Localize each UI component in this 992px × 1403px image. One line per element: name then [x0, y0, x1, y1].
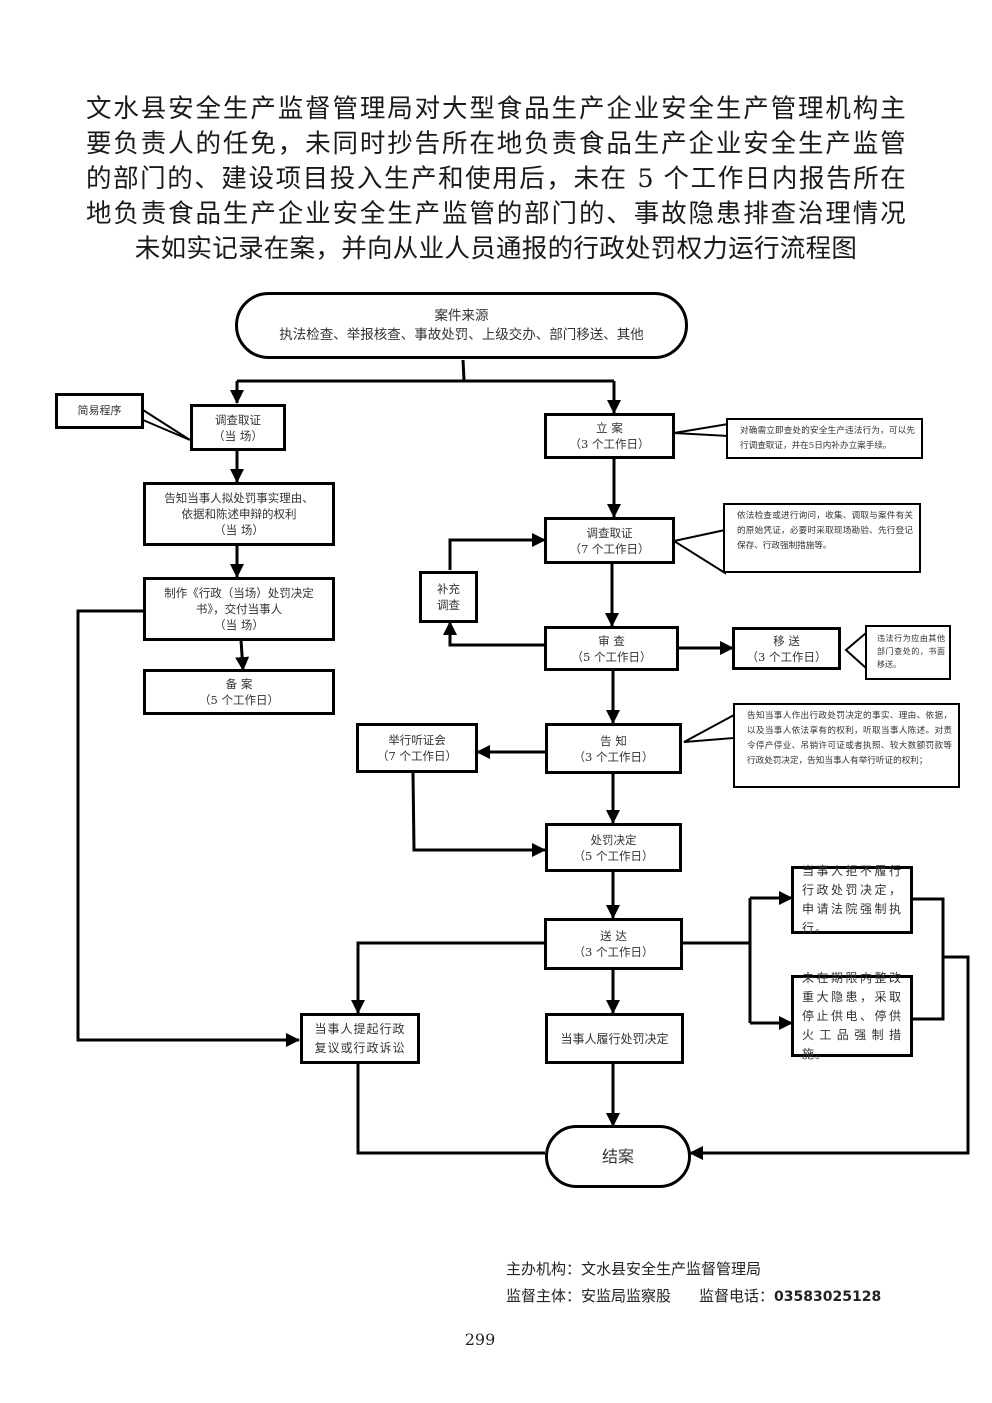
node-text: 当事人拒不履行行政处罚决定，申请法院强制执行。	[802, 864, 902, 935]
node-line: 立 案	[596, 421, 623, 435]
note-text: 依法检查或进行询问，收集、调取与案件有关的原始凭证，必要时采取现场勘验、先行登记…	[737, 511, 913, 551]
supervisor-label: 监督主体：	[506, 1287, 582, 1305]
node-line: 制作《行政（当场）处罚决定	[164, 586, 314, 600]
node-line: （7 个工作日）	[377, 749, 457, 763]
node-line: 备 案	[225, 677, 253, 691]
node-line: 依据和陈述申辩的权利	[181, 507, 297, 521]
title-line: 的部门的、建设项目投入生产和使用后，未在 5 个工作日内报告所在	[86, 164, 906, 194]
node-line: （5 个工作日）	[573, 848, 654, 863]
footer-organizer: 主办机构：文水县安全生产监督管理局	[506, 1258, 761, 1279]
page-number: 299	[464, 1330, 496, 1349]
node-line: 调查取证	[586, 525, 633, 540]
archive-node: 备 案 （5 个工作日）	[143, 669, 335, 715]
simple-notify-node: 告知当事人拟处罚事实理由、 依据和陈述申辩的权利 （当 场）	[143, 482, 335, 546]
supervisor-value: 安监局监察股	[581, 1287, 672, 1305]
node-line: 送 达	[600, 929, 627, 943]
transfer-node: 移 送 （3 个工作日）	[732, 627, 841, 670]
decision-node: 处罚决定 （5 个工作日）	[545, 823, 682, 872]
refuse-node: 当事人拒不履行行政处罚决定，申请法院强制执行。	[791, 864, 913, 935]
note-investigate-pointer	[671, 528, 726, 575]
notify-node: 告 知 （3 个工作日）	[545, 723, 682, 774]
node-line: 书》，交付当事人	[195, 602, 283, 616]
arrow-supplement-to-investigate	[448, 533, 546, 570]
simple-decision-node: 制作《行政（当场）处罚决定 书》，交付当事人 （当 场）	[143, 577, 335, 641]
arrow-to-archive	[235, 639, 250, 671]
arrow-review-to-supplement	[443, 621, 545, 647]
supplement-node: 补充 调查	[419, 571, 478, 623]
organizer-label: 主办机构：	[506, 1260, 582, 1278]
node-line: （3 个工作日）	[569, 437, 650, 451]
simple-procedure-text: 简易程序	[77, 404, 122, 417]
node-line: 告知当事人拟处罚事实理由、	[164, 491, 314, 505]
connector-simple-to-appeal	[76, 609, 300, 1047]
title-line: 要负责人的任免，未同时抄告所在地负责食品生产企业安全生产监管	[86, 129, 906, 159]
node-line: 补充	[437, 582, 460, 596]
register-node: 立 案 （3 个工作日）	[544, 413, 675, 459]
connector-refuse-right	[912, 897, 945, 1021]
connector-source-down	[461, 359, 466, 381]
node-line: （5 个工作日）	[571, 649, 652, 664]
deliver-node: 送 达 （3 个工作日）	[544, 918, 683, 970]
note-text: 告知当事人作出行政处罚决定的事实、理由、依据，以及当事人依法享有的权利，听取当事…	[747, 711, 952, 766]
node-line: （3 个工作日）	[573, 945, 654, 959]
arrow-hearing-to-decision	[411, 772, 546, 857]
title-line: 文水县安全生产监督管理局对大型食品生产企业安全生产管理机构主	[86, 94, 906, 124]
simple-investigate-node: 调查取证 （当 场）	[190, 404, 286, 451]
end-node: 结案	[545, 1125, 691, 1188]
note-notify: 告知当事人作出行政处罚决定的事实、理由、依据，以及当事人依法享有的权利，听取当事…	[733, 703, 960, 788]
investigate-node: 调查取证 （7 个工作日）	[544, 517, 675, 564]
connector-appeal-to-end	[356, 1063, 545, 1155]
node-line: 调查取证	[215, 412, 261, 427]
case-source-node: 案件来源 执法检查、举报核查、事故处罚、上级交办、部门移送、其他	[235, 292, 688, 359]
arrow-to-refuse	[748, 898, 792, 1023]
node-line: （5 个工作日）	[199, 693, 279, 707]
enforce-node: 未在期限内整改重大隐患，采取停止供电、停供火工品强制措施。	[791, 971, 913, 1061]
node-line: （3 个工作日）	[746, 649, 827, 664]
comply-node: 当事人履行处罚决定	[545, 1013, 684, 1064]
hearing-node: 举行听证会 （7 个工作日）	[356, 723, 478, 773]
node-line: （3 个工作日）	[573, 749, 654, 764]
note-investigate: 依法检查或进行询问，收集、调取与案件有关的原始凭证，必要时采取现场勘验、先行登记…	[723, 503, 921, 573]
footer-supervisor: 监督主体：安监局监察股 监督电话：03583025128	[506, 1285, 881, 1306]
title-line: 地负责食品生产企业安全生产监管的部门的、事故隐患排查治理情况	[86, 199, 906, 229]
node-line: 举行听证会	[388, 733, 446, 747]
node-line: （当 场）	[214, 618, 264, 632]
node-line: 告 知	[600, 733, 627, 748]
appeal-node: 当事人提起行政 复议或行政诉讼	[300, 1013, 420, 1064]
node-line: （当 场）	[214, 523, 264, 537]
node-line: 当事人提起行政	[314, 1021, 406, 1036]
note-register: 对确需立即查处的安全生产违法行为，可以先行调查取证，并在5日内补办立案手续。	[726, 418, 923, 459]
node-line: 当事人履行处罚决定	[560, 1031, 669, 1046]
node-line: 审 查	[598, 633, 625, 648]
phone-label: 监督电话：	[699, 1287, 775, 1305]
arrow-to-end-right	[689, 955, 970, 1160]
note-text: 对确需立即查处的安全生产违法行为，可以先行调查取证，并在5日内补办立案手续。	[740, 426, 915, 451]
simple-procedure-label: 简易程序	[55, 393, 144, 429]
node-line: 调查	[437, 598, 460, 612]
arrow-deliver-to-appeal	[351, 941, 545, 1014]
case-source-detail: 执法检查、举报核查、事故处罚、上级交办、部门移送、其他	[279, 326, 644, 343]
node-line: 移 送	[773, 633, 800, 648]
page-title: 文水县安全生产监督管理局对大型食品生产企业安全生产管理机构主 要负责人的任免，未…	[86, 92, 906, 267]
end-label: 结案	[601, 1146, 634, 1166]
phone-value: 03583025128	[774, 1289, 882, 1305]
node-line: （当 场）	[213, 428, 263, 443]
note-transfer: 违法行为应由其他部门查处的，书面移送。	[865, 625, 951, 680]
note-text: 违法行为应由其他部门查处的，书面移送。	[877, 634, 945, 669]
note-register-pointer	[673, 422, 729, 438]
node-line: 处罚决定	[590, 832, 637, 847]
organizer-value: 文水县安全生产监督管理局	[581, 1260, 762, 1278]
note-notify-pointer	[683, 713, 735, 743]
node-text: 未在期限内整改重大隐患，采取停止供电、停供火工品强制措施。	[802, 970, 902, 1061]
node-line: （7 个工作日）	[569, 541, 650, 556]
note-transfer-pointer	[844, 630, 867, 671]
title-line: 未如实记录在案，并向从业人员通报的行政处罚权力运行流程图	[134, 234, 858, 264]
case-source-title: 案件来源	[434, 307, 489, 324]
review-node: 审 查 （5 个工作日）	[544, 626, 679, 671]
simple-procedure-pointer	[142, 409, 191, 441]
node-line: 复议或行政诉讼	[314, 1040, 406, 1055]
